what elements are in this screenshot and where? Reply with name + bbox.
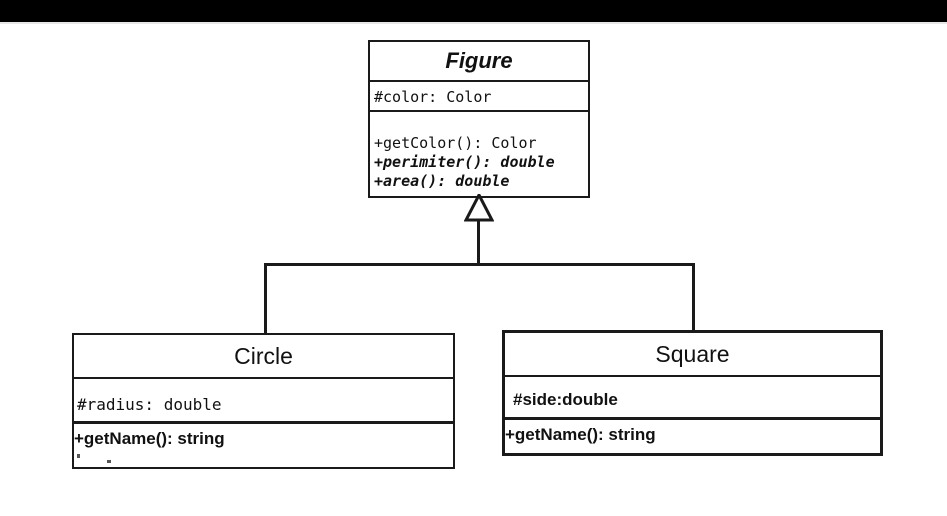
circle-class-name: Circle xyxy=(234,343,293,369)
generalization-branch-circle xyxy=(264,263,267,335)
generalization-crossbar xyxy=(264,263,695,266)
uml-class-square[interactable]: Square #side:double +getName(): string xyxy=(502,330,883,456)
scan-artifact-a xyxy=(77,454,80,458)
generalization-branch-square xyxy=(692,263,695,332)
figure-class-name: Figure xyxy=(445,48,513,73)
square-class-name: Square xyxy=(655,341,730,367)
circle-attribute-radius: #radius: double xyxy=(77,395,222,414)
generalization-arrowhead xyxy=(464,194,494,222)
circle-name-compartment: Circle xyxy=(74,335,453,377)
letterbox-top-bar xyxy=(0,0,947,22)
square-operation-getname: +getName(): string xyxy=(505,425,656,444)
uml-class-circle[interactable]: Circle #radius: double +getName(): strin… xyxy=(72,333,455,469)
figure-operation-getcolor: +getColor(): Color xyxy=(374,134,537,152)
square-operations-compartment: +getName(): string xyxy=(505,417,880,453)
uml-class-figure[interactable]: Figure #color: Color +getColor(): Color … xyxy=(368,40,590,198)
circle-operation-getname: +getName(): string xyxy=(74,429,225,448)
figure-attributes-compartment: #color: Color xyxy=(370,80,588,110)
figure-operation-perimiter: +perimiter(): double xyxy=(374,153,555,171)
square-attribute-side: #side:double xyxy=(513,390,618,409)
figure-operations-compartment: +getColor(): Color +perimiter(): double … xyxy=(370,110,588,196)
letterbox-edge-shadow xyxy=(0,22,947,24)
figure-attribute-color: #color: Color xyxy=(374,88,492,106)
generalization-stem xyxy=(477,219,480,265)
square-name-compartment: Square xyxy=(505,333,880,375)
figure-operation-area: +area(): double xyxy=(374,172,510,190)
circle-attributes-compartment: #radius: double xyxy=(74,377,453,421)
circle-operations-compartment: +getName(): string xyxy=(74,421,453,467)
square-attributes-compartment: #side:double xyxy=(505,375,880,417)
figure-name-compartment: Figure xyxy=(370,42,588,80)
scan-artifact-b xyxy=(107,460,111,463)
